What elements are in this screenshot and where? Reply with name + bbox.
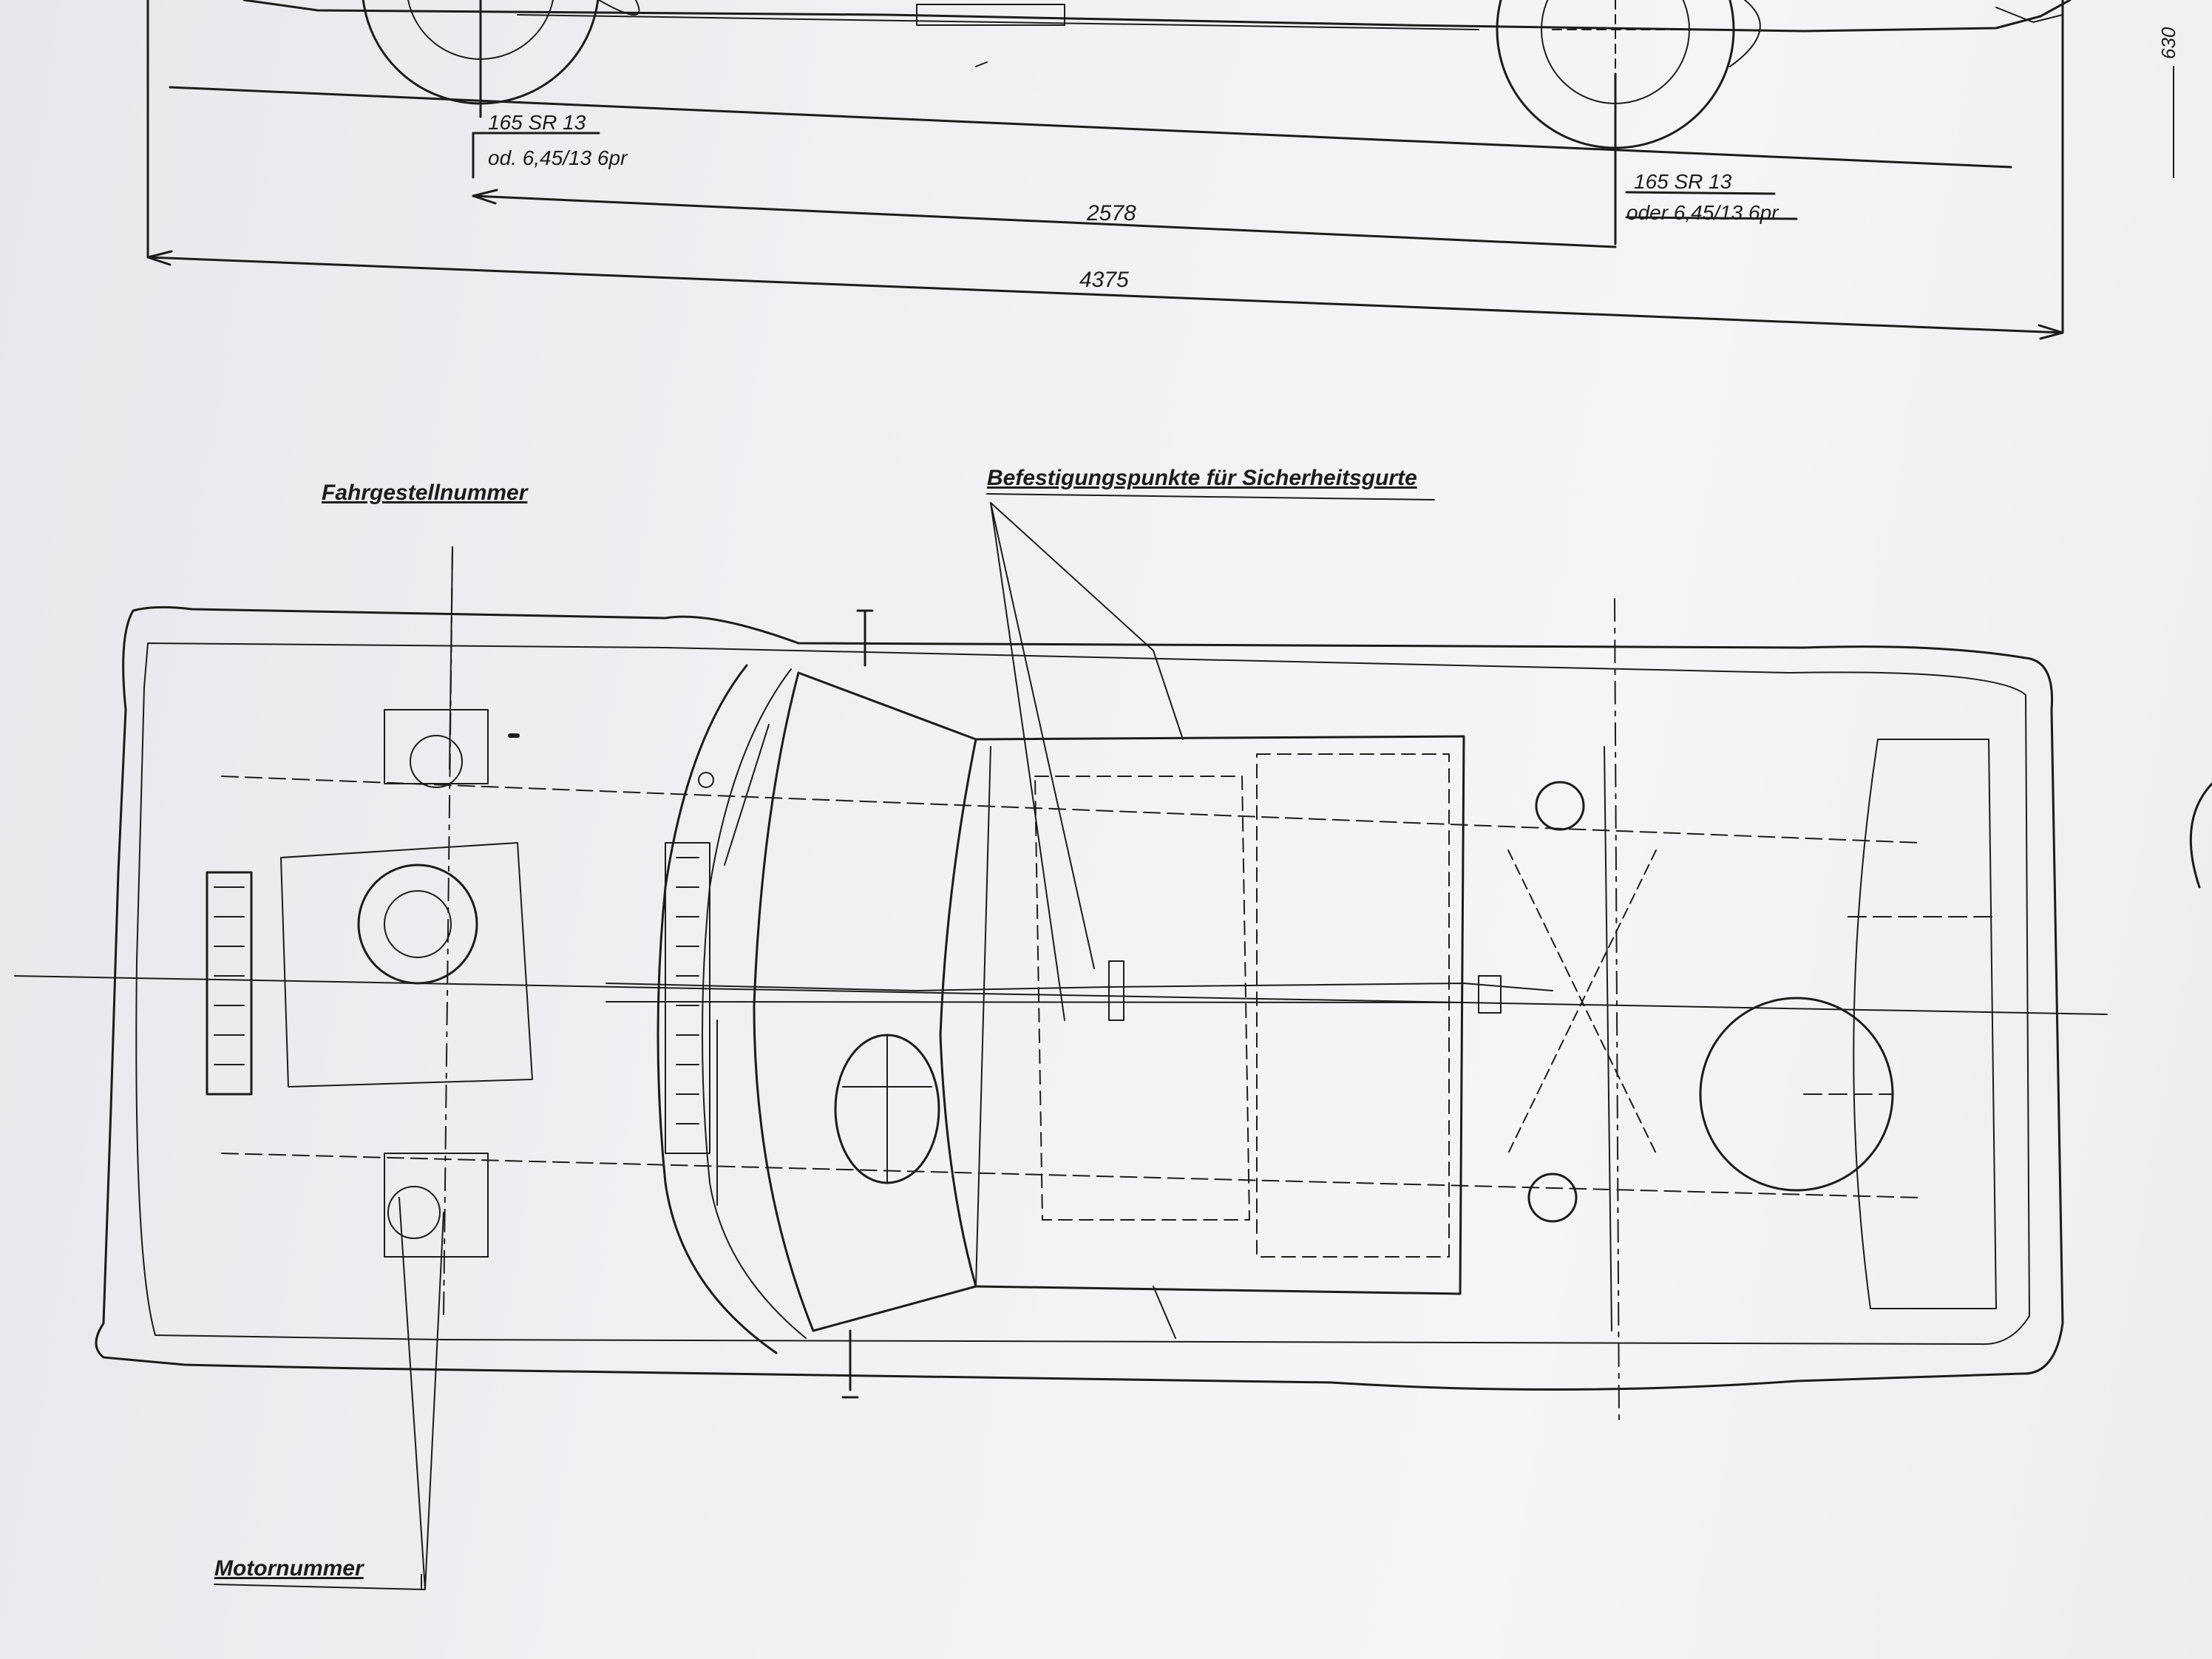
rear-tire-size: 165 SR 13 — [1634, 170, 1732, 193]
chassis-number-label: Fahrgestellnummer — [322, 481, 528, 505]
plan-view — [14, 493, 2108, 1590]
seatbelt-leader-3 — [990, 502, 1065, 1021]
side-sill — [517, 14, 1479, 30]
car-body-outline — [95, 605, 2064, 1391]
ground-line — [169, 86, 2012, 169]
wheelbase-value: 2578 — [1087, 201, 1136, 225]
overall-length-value: 4375 — [1079, 268, 1129, 292]
seatbelt-leader-2 — [990, 502, 1154, 651]
height-value: 630 — [2157, 27, 2179, 59]
side-view — [146, 0, 2212, 889]
rear-axle-centerline — [1614, 598, 1620, 1420]
radiator — [206, 871, 253, 1096]
chassis-number-leader — [449, 546, 453, 770]
side-exhaust — [916, 4, 1065, 26]
rear-tire-alt-size: oder 6,45/13 6pr — [1626, 201, 1779, 224]
front-tire-size: 165 SR 13 — [488, 111, 586, 134]
engine-block — [280, 842, 533, 1088]
rear-shock-left — [1535, 781, 1585, 831]
side-body-outline — [242, 0, 2072, 33]
windscreen-frame — [657, 664, 778, 1354]
seatbelt-leader-1 — [990, 502, 1095, 969]
body-inner-line — [135, 642, 2030, 1346]
cabin-outline — [974, 735, 1465, 1295]
front-tire-alt-size: od. 6,45/13 6pr — [488, 146, 628, 169]
seatbelt-anchor-label: Befestigungspunkte für Sicherheitsgurte — [987, 466, 1417, 490]
wheelbase-dimension-line — [472, 194, 1617, 248]
rear-shock-right — [1527, 1173, 1578, 1223]
rear-axle — [1604, 746, 1612, 1331]
cowl-vent-strip — [665, 842, 710, 1154]
air-cleaner — [357, 864, 478, 985]
length-dimension-line — [146, 256, 2064, 334]
windscreen-glass — [753, 671, 977, 1332]
trunk-outline — [1853, 739, 1997, 1309]
engine-number-leader — [398, 1197, 444, 1590]
engine-number-label: Motornummer — [214, 1556, 364, 1581]
